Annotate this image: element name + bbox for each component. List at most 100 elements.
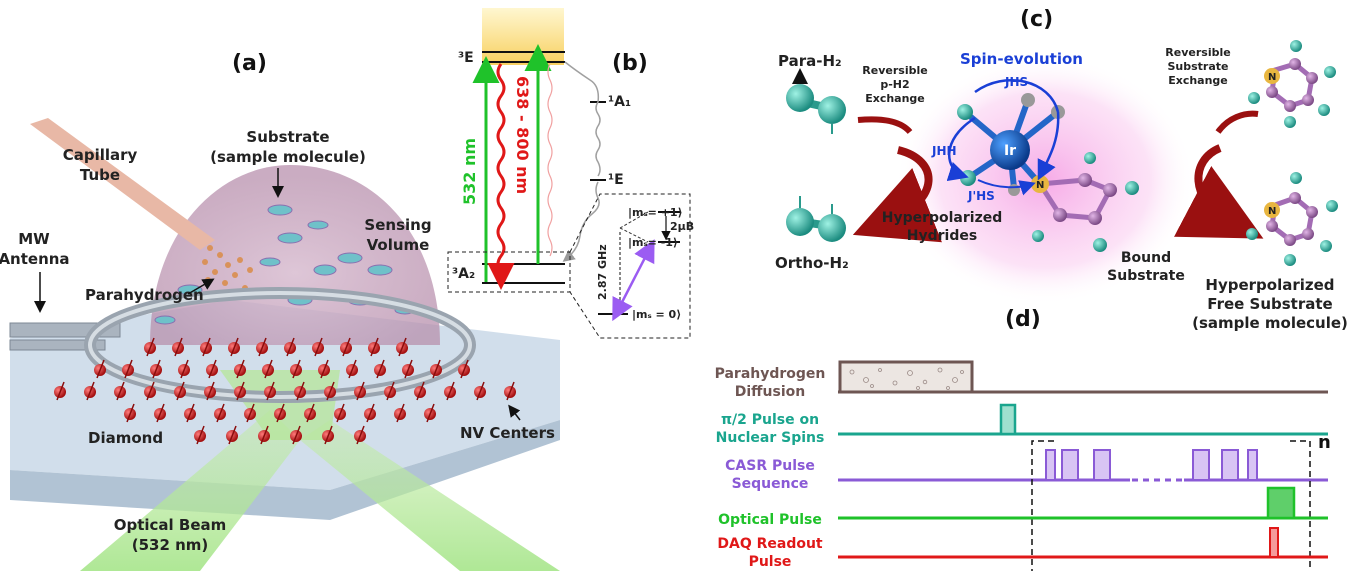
ms-plus1-label: |mₛ= +1⟩ bbox=[628, 206, 683, 219]
nv-centers-label: NV Centers bbox=[460, 424, 555, 442]
panel-a: (a) Capillary Tube Substrate (sample mol… bbox=[0, 51, 560, 571]
bound-substrate-2: Substrate bbox=[1107, 268, 1185, 284]
excited-band bbox=[482, 8, 564, 65]
nv-spin-arrow bbox=[396, 403, 405, 423]
nv-spin-arrow bbox=[86, 381, 95, 401]
nv-spin-arrow bbox=[324, 425, 333, 445]
repeat-bracket bbox=[1031, 440, 1311, 571]
nv-spin-arrow bbox=[176, 381, 185, 401]
nv-spin-arrow bbox=[306, 403, 315, 423]
svg-text:Pulse: Pulse bbox=[749, 554, 792, 570]
nv-spin-arrow bbox=[432, 359, 441, 379]
rev-h2-1: Reversible bbox=[862, 64, 927, 77]
svg-text:Hyperpolarized: Hyperpolarized bbox=[1205, 276, 1334, 294]
capillary-label-1: Capillary bbox=[63, 146, 138, 164]
rev-h2-3: Exchange bbox=[865, 92, 925, 105]
svg-text:π/2 Pulse on: π/2 Pulse on bbox=[721, 412, 819, 428]
nv-spin-arrow bbox=[416, 381, 425, 401]
nv-spin-arrow bbox=[460, 359, 469, 379]
svg-text:Nuclear Spins: Nuclear Spins bbox=[716, 430, 825, 446]
nv-spin-arrow bbox=[296, 381, 305, 401]
nv-spin-arrow bbox=[266, 381, 275, 401]
row2-label-1: π/2 Pulse on bbox=[721, 412, 819, 428]
nv-spin-arrow bbox=[276, 403, 285, 423]
svg-text:Hyperpolarized: Hyperpolarized bbox=[882, 210, 1003, 226]
svg-text:Free Substrate: Free Substrate bbox=[1207, 295, 1332, 313]
nv-spin-arrow bbox=[320, 359, 329, 379]
nv-spin-arrow bbox=[124, 359, 133, 379]
panel-c-letter: (c) bbox=[1020, 7, 1053, 32]
nv-spin-arrow bbox=[336, 403, 345, 423]
row2-label-2: Nuclear Spins bbox=[716, 430, 825, 446]
nv-spin-arrow bbox=[446, 381, 455, 401]
nv-spin-arrow bbox=[216, 403, 225, 423]
sensing-label-2: Volume bbox=[367, 236, 430, 254]
beam-label-1: Optical Beam bbox=[114, 516, 227, 534]
svg-text:Diffusion: Diffusion bbox=[735, 384, 805, 400]
row5-label-1: DAQ Readout bbox=[717, 536, 823, 552]
svg-text:Reversible: Reversible bbox=[862, 64, 927, 77]
svg-text:Substrate: Substrate bbox=[246, 128, 329, 146]
nv-spin-arrow bbox=[174, 337, 183, 357]
svg-text:Exchange: Exchange bbox=[1168, 74, 1228, 87]
nv-spin-arrow bbox=[236, 381, 245, 401]
nv-spin-arrow bbox=[152, 359, 161, 379]
nv-spin-arrow bbox=[370, 337, 379, 357]
ground-state-zoom-source bbox=[447, 251, 571, 293]
svg-text:Bound: Bound bbox=[1121, 250, 1171, 266]
nv-spin-arrow bbox=[206, 381, 215, 401]
level-3E-label: ³E bbox=[458, 50, 474, 66]
nv-spin-arrow bbox=[348, 359, 357, 379]
sensing-dome bbox=[150, 165, 440, 345]
diamond-label: Diamond bbox=[88, 429, 163, 447]
nv-spin-arrow bbox=[96, 359, 105, 379]
ortho-h2-molecule bbox=[786, 196, 846, 242]
svg-text:Capillary: Capillary bbox=[63, 146, 138, 164]
mw-transition-arrow bbox=[612, 239, 655, 322]
hyp-hydrides-2: Hydrides bbox=[907, 228, 977, 244]
ms-minus1-label: |mₛ= -1⟩ bbox=[628, 236, 678, 249]
free-substrate-bottom: N bbox=[1246, 172, 1338, 266]
sensing-label-1: Sensing bbox=[364, 216, 431, 234]
nv-centers bbox=[54, 337, 516, 445]
nv-spin-arrow bbox=[228, 425, 237, 445]
row1-label-1: Parahydrogen bbox=[715, 366, 826, 382]
nv-spin-arrow bbox=[230, 337, 239, 357]
nv-spin-arrow bbox=[264, 359, 273, 379]
svg-text:Substrate: Substrate bbox=[1168, 60, 1229, 73]
nv-spin-arrow bbox=[326, 381, 335, 401]
row1-label-2: Diffusion bbox=[735, 384, 805, 400]
free-substrate-top: N bbox=[1248, 40, 1336, 128]
svg-text:Substrate: Substrate bbox=[1107, 268, 1185, 284]
pi2-pulse bbox=[999, 403, 1017, 436]
optical-beam-right bbox=[300, 420, 560, 571]
nv-spin-arrow bbox=[292, 359, 301, 379]
emission-wave bbox=[487, 63, 515, 290]
exchange-arrow-left bbox=[852, 146, 943, 243]
svg-text:p-H2: p-H2 bbox=[880, 78, 909, 91]
n-free-top-label: N bbox=[1268, 72, 1276, 83]
panel-d-letter: (d) bbox=[1005, 307, 1041, 332]
svg-text:Exchange: Exchange bbox=[865, 92, 925, 105]
panel-d: (d) Parahydrogen Diffusion π/2 Pulse on … bbox=[715, 307, 1331, 571]
nv-spin-arrow bbox=[356, 425, 365, 445]
nv-spin-arrow bbox=[180, 359, 189, 379]
svg-text:Sensing: Sensing bbox=[364, 216, 431, 234]
nv-spin-arrow bbox=[236, 359, 245, 379]
capillary-label-2: Tube bbox=[80, 166, 120, 184]
svg-text:Antenna: Antenna bbox=[0, 250, 70, 268]
n-free-bottom-label: N bbox=[1268, 206, 1276, 217]
nv-spin-arrow bbox=[146, 337, 155, 357]
casr-pulses bbox=[1045, 449, 1258, 481]
ortho-h2-label: Ortho-H₂ bbox=[775, 254, 849, 272]
panel-b-letter: (b) bbox=[612, 51, 648, 76]
rev-sub-2: Substrate bbox=[1168, 60, 1229, 73]
excitation-label: 532 nm bbox=[460, 138, 479, 205]
row4-label: Optical Pulse bbox=[718, 512, 822, 528]
nv-spin-arrow bbox=[246, 403, 255, 423]
row5-label-2: Pulse bbox=[749, 554, 792, 570]
svg-text:Hydrides: Hydrides bbox=[907, 228, 977, 244]
diffusion-pulse bbox=[838, 360, 974, 394]
ms-zero-label: |mₛ = 0⟩ bbox=[632, 308, 681, 321]
substrate-label-1: Substrate bbox=[246, 128, 329, 146]
